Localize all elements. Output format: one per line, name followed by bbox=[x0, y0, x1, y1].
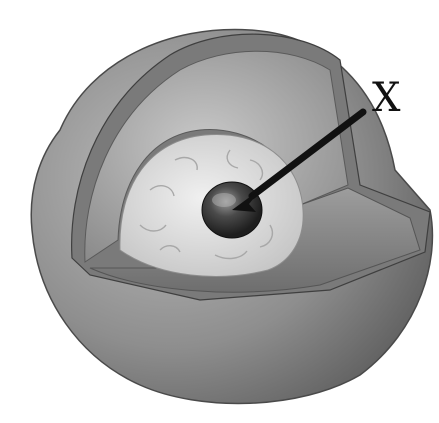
inner-core-highlight bbox=[212, 193, 236, 207]
pointer-label: X bbox=[372, 78, 412, 118]
